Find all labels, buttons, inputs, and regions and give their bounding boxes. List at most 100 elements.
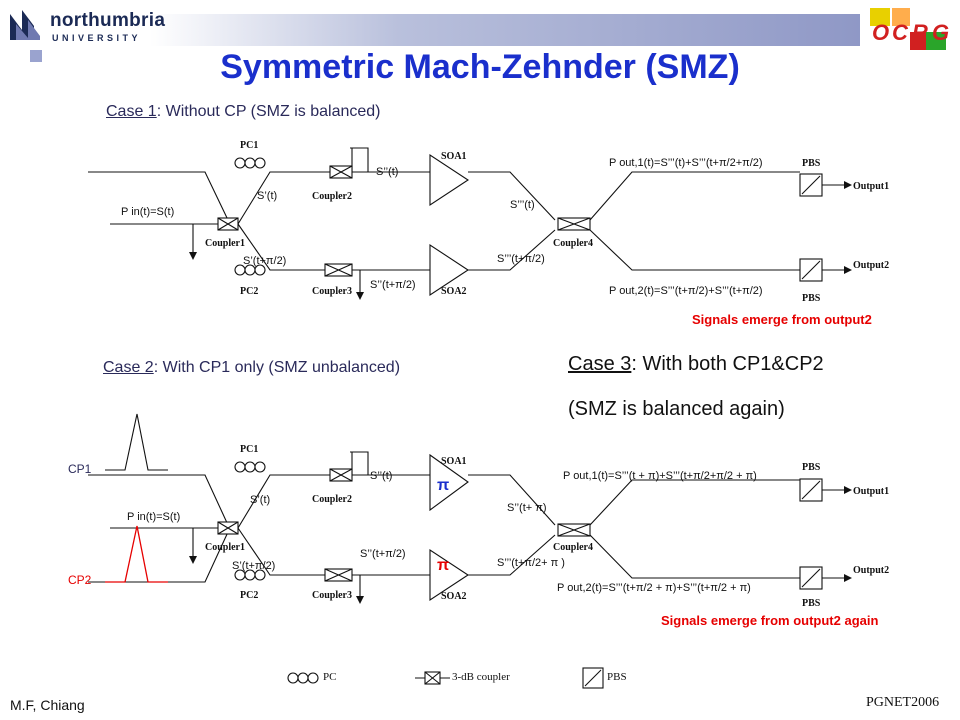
case2-pbs-top-label: PBS [802,462,821,473]
logo-sub: UNIVERSITY [52,33,142,43]
case2-c3-drop-arrow [356,596,364,604]
case2-soa2-to-c4 [468,534,556,576]
case1-c4-out-lower [589,229,800,271]
case1-pc2-symbol [234,264,266,276]
case2-s3-t-pi-label: S’’(t+ π) [507,502,547,514]
case1-pbs1-arrow [844,181,852,189]
case1-soa1-amplifier [429,153,470,207]
case2-c1-drop-arrow [189,556,197,564]
footer-event: PGNET2006 [866,695,940,710]
case2-s2-t-label: S’’(t) [370,470,393,482]
case1-c2-injection [350,147,369,172]
case2-coupler1-label: Coupler1 [205,542,245,553]
case1-heading-case: Case 1 [106,103,157,120]
university-logo: northumbria UNIVERSITY [6,6,165,50]
case2-pbs-bottom-label: PBS [802,598,821,609]
case2-result-text: Signals emerge from output2 again [661,613,879,628]
case3-heading-rest: : With both CP1&CP2 [631,353,824,375]
case2-soa1-phase-label: π [437,477,450,494]
case1-pin-label: P in(t)=S(t) [121,206,175,218]
case2-cp2-pulse [105,525,168,583]
case2-soa2-phase-label: π [437,557,450,574]
group-letter-g: G [932,20,949,45]
case1-c4-out-upper [589,171,800,221]
case1-c3-drop-arrow [356,292,364,300]
case2-heading: Case 2: With CP1 only (SMZ unbalanced) [103,359,400,377]
case2-c4-out-upper [589,479,800,526]
case2-soa1-amplifier [429,453,469,512]
case2-c2-injection [350,451,369,475]
case2-cp2-line [88,531,229,583]
case2-arm-lower [237,527,325,576]
case2-pc1-label: PC1 [240,444,259,455]
case3-heading: Case 3: With both CP1&CP2 [568,353,824,376]
case1-coupler2-label: Coupler2 [312,191,352,202]
case2-arm-upper [237,474,330,529]
case1-result-text: Signals emerge from output2 [692,312,872,327]
group-letter-o: O [872,20,889,45]
case2-soa1-to-c4 [468,474,556,526]
case2-coupler4-symbol [557,523,591,537]
university-crest-icon [10,10,40,40]
footer-author: M.F, Chiang [10,697,85,713]
case1-arm-upper [237,171,330,225]
legend-pbs-icon [582,667,604,689]
case1-pbs-top-symbol [799,173,823,197]
case1-s2-t-label: S’’(t) [376,166,399,178]
case2-s3-t-pi2-pi-label: S’’’(t+π/2+ π ) [497,557,565,569]
case3-subheading: (SMZ is balanced again) [568,398,785,420]
case2-pc1-symbol [234,461,266,473]
page-title: Symmetric Mach-Zehnder (SMZ) [220,48,740,86]
case2-pout1-label: P out,1(t)=S’’’(t + π)+S’’’(t+π/2+π/2 + … [563,470,757,482]
case1-heading-rest: : Without CP (SMZ is balanced) [156,103,381,120]
case2-c4-out-lower [589,534,800,579]
case2-pbs-bottom-symbol [799,566,823,590]
case1-arm-lower [237,223,325,271]
legend-coupler-label: 3-dB coupler [452,671,510,683]
case1-soa2-label: SOA2 [441,286,467,297]
case2-pbs-top-symbol [799,478,823,502]
case2-coupler4-label: Coupler4 [553,542,593,553]
case1-pc1-label: PC1 [240,140,259,151]
case1-pbs2-arrow [844,266,852,274]
decorative-square [30,50,42,62]
group-letter-c: C [892,20,909,45]
case2-heading-case: Case 2 [103,359,154,376]
research-group-logo: O C R G [870,8,949,50]
case2-soa2-amplifier [429,548,470,602]
case2-coupler2-label: Coupler2 [312,494,352,505]
case1-s-t-pi2-label: S’(t+π/2) [243,255,287,267]
case2-pin-label: P in(t)=S(t) [127,511,181,523]
case1-soa1-label: SOA1 [441,151,467,162]
legend-pc-icon [287,672,319,684]
case2-coupler2-symbol [329,468,353,482]
case1-pbs-bottom-symbol [799,258,823,282]
case1-output2-label: Output2 [853,260,890,271]
case1-coupler3-label: Coupler3 [312,286,352,297]
case2-output2-label: Output2 [853,565,890,576]
case1-pbs-top-label: PBS [802,158,821,169]
case2-s2-t-pi2-label: S’’(t+π/2) [360,548,406,560]
case2-cp1-line [88,474,229,526]
case2-s-t-label: S’(t) [250,494,271,506]
legend-pc-label: PC [323,671,337,683]
case1-coupler2-symbol [329,165,353,179]
header-banner [150,14,860,46]
case2-cp1-label: CP1 [68,462,92,476]
case1-soa1-to-c4 [468,171,556,221]
case1-heading: Case 1: Without CP (SMZ is balanced) [106,103,380,121]
case1-coupler3-symbol [324,263,353,277]
case1-s3-t-label: S’’’(t) [510,199,535,211]
case1-upper-input-line [88,171,229,221]
case1-coupler1-symbol [217,217,239,231]
case2-pbs1-arrow [844,486,852,494]
case1-s2-t-pi2-label: S’’(t+π/2) [370,279,416,291]
case1-pc1-symbol [234,157,266,169]
case1-coupler1-label: Coupler1 [205,238,245,249]
case2-soa1-label: SOA1 [441,456,467,467]
case2-cp1-pulse [105,413,168,471]
case2-output1-label: Output1 [853,486,890,497]
case2-pc2-label: PC2 [240,590,259,601]
case2-pc2-symbol [234,569,266,581]
